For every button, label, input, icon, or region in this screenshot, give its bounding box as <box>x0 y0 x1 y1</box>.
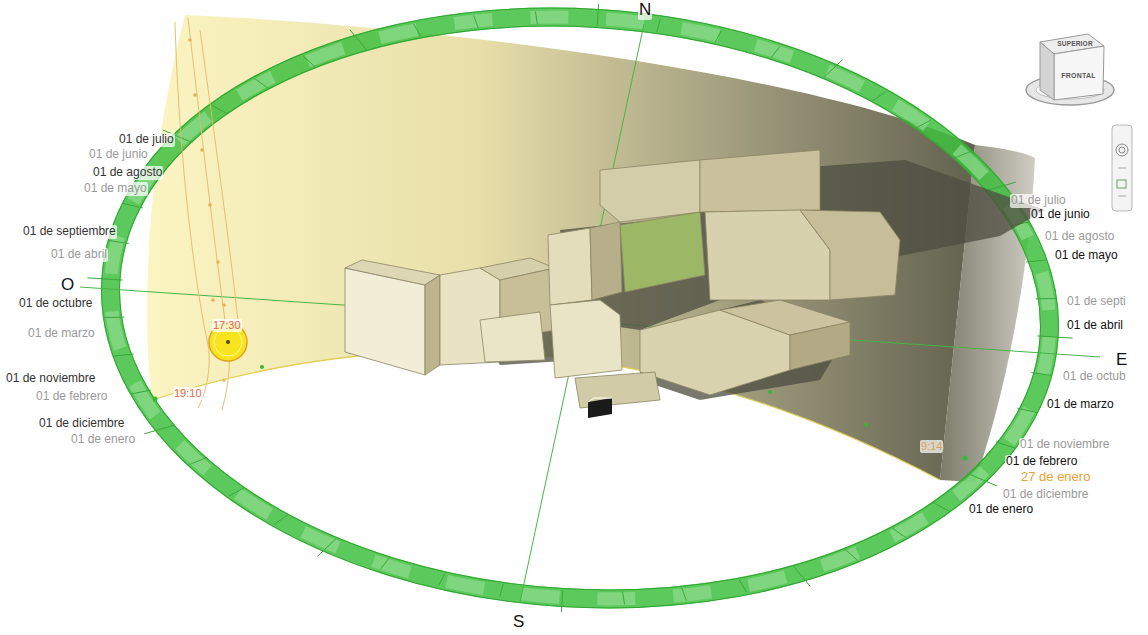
date-label: 01 de julio <box>1010 194 1067 208</box>
compass-letter: O <box>60 275 75 295</box>
ring-tick <box>414 24 421 37</box>
ring-tick <box>985 182 1016 191</box>
ring-tick <box>535 11 537 24</box>
ring-tick <box>715 30 721 42</box>
ring-tick <box>87 278 122 280</box>
ring-tick <box>131 390 151 394</box>
date-label: 01 de mayo <box>83 182 148 196</box>
ring-tick <box>254 79 268 89</box>
ring-tick <box>623 591 625 604</box>
marker-object <box>588 398 612 418</box>
sun-glow <box>214 328 242 356</box>
compass-letter: E <box>1115 350 1128 370</box>
ring-tick <box>1037 336 1072 338</box>
ring-tick <box>891 527 905 537</box>
face-label: SUPERIOR <box>1057 40 1093 47</box>
date-label: 01 de septi <box>1066 295 1127 309</box>
marker-edge <box>588 398 612 402</box>
ring-tick <box>794 566 810 586</box>
date-label: 01 de junio <box>1030 208 1091 222</box>
ring-tick <box>845 549 857 560</box>
view-cube-face: FRONTAL <box>1057 62 1100 88</box>
date-label: 01 de noviembre <box>5 372 96 386</box>
ring-tick <box>682 588 687 601</box>
sun-center <box>226 340 230 344</box>
compass-ring <box>84 0 1077 635</box>
buildings <box>345 150 900 408</box>
ring-tick <box>113 354 134 356</box>
date-label: 01 de septiembre <box>22 225 117 239</box>
compass-letter: S <box>512 612 525 632</box>
time-label: 9:14 <box>920 440 943 453</box>
ring-tick <box>108 240 129 243</box>
ring-tick <box>144 425 175 434</box>
ring-tick <box>122 203 142 208</box>
ring-tick <box>739 579 746 592</box>
date-label: 01 de octub <box>1062 370 1127 384</box>
ring-tick <box>967 473 997 486</box>
ring-tick <box>771 46 780 58</box>
date-label: 01 de noviembre <box>1019 438 1110 452</box>
compass-letter: N <box>638 0 652 20</box>
date-label: 01 de enero <box>70 433 136 447</box>
date-label: 01 de agosto <box>1044 230 1115 244</box>
ring-tick <box>1036 298 1057 299</box>
date-label: 27 de enero <box>1020 470 1091 485</box>
ring-tick <box>916 120 931 128</box>
ring-tick <box>1017 408 1037 413</box>
date-label: 01 de diciembre <box>1002 488 1089 502</box>
ring-tick <box>657 19 661 32</box>
date-label: 01 de febrero <box>35 390 108 404</box>
date-label: 01 de diciembre <box>38 417 125 431</box>
ring-tick <box>1031 373 1052 376</box>
date-label: 01 de febrero <box>1005 455 1078 469</box>
ring-tick <box>953 151 970 158</box>
ring-tick <box>103 317 124 318</box>
date-label: 01 de abril <box>1066 319 1124 333</box>
date-label: 01 de mayo <box>1054 249 1119 263</box>
ring-tick <box>380 558 389 570</box>
ring-tick <box>274 515 287 525</box>
ring-tick <box>561 590 562 612</box>
date-label: 01 de julio <box>118 133 175 147</box>
date-label: 01 de enero <box>968 503 1034 517</box>
date-label: 01 de junio <box>88 148 149 162</box>
date-label: 01 de agosto <box>92 166 163 180</box>
ring-tick <box>229 488 244 496</box>
view-cube <box>1026 34 1114 105</box>
ring-tick <box>824 60 843 78</box>
ring-tick <box>500 584 504 597</box>
ring-ticks <box>87 4 1072 612</box>
navigation-bar <box>1112 125 1132 211</box>
face-label: FRONTAL <box>1061 72 1095 79</box>
ring-tick <box>996 442 1015 448</box>
ring-tick <box>439 573 445 585</box>
ring-tick <box>1026 260 1047 262</box>
ring-tick <box>189 458 206 465</box>
view-cube-face: SUPERIOR <box>1053 37 1097 50</box>
time-label: 17:30 <box>212 319 242 332</box>
date-label: 01 de marzo <box>27 327 96 341</box>
ring-tick <box>318 538 337 556</box>
date-label: 01 de abril <box>50 248 108 262</box>
date-label: 01 de marzo <box>1046 398 1115 412</box>
time-label: 19:10 <box>173 387 203 400</box>
ring-tick <box>932 502 948 511</box>
ring-tick <box>350 30 366 50</box>
ring-tick <box>211 105 227 114</box>
ring-tick <box>597 4 598 26</box>
ring-tick <box>872 92 885 102</box>
date-label: 01 de octubre <box>18 297 93 311</box>
ring-tick <box>474 15 479 28</box>
ring-tick <box>303 56 315 67</box>
